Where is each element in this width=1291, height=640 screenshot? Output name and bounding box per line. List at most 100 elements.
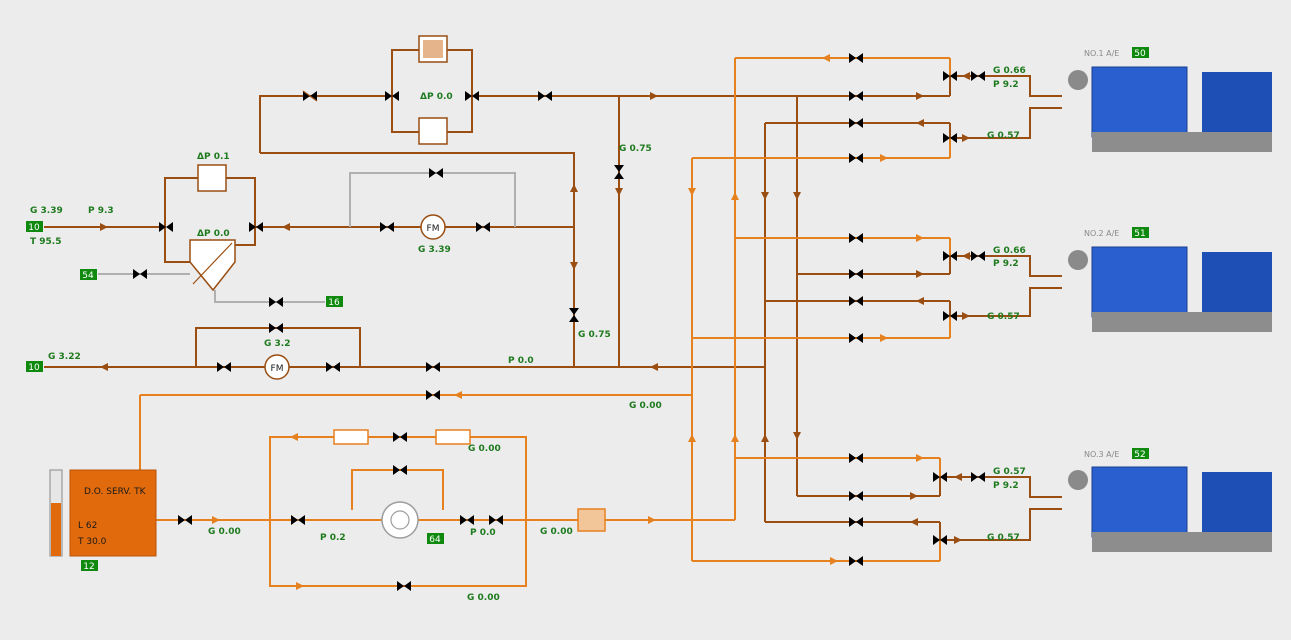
do-after-g: G 0.00 [540, 527, 573, 537]
valve[interactable] [380, 222, 394, 232]
valve[interactable] [426, 390, 440, 400]
engine-3-g-in: G 0.57 [993, 467, 1026, 477]
valve[interactable] [849, 556, 863, 566]
flow-arrows [100, 54, 970, 590]
filter-left-upper[interactable] [197, 164, 227, 192]
strainer[interactable] [577, 508, 606, 532]
valve[interactable] [849, 153, 863, 163]
tag-50[interactable] [1132, 47, 1149, 58]
flowmeter-return[interactable] [264, 354, 290, 380]
flowmeter-supply[interactable] [420, 214, 446, 240]
valve[interactable] [971, 472, 985, 482]
do-pump-p: P 0.2 [320, 533, 346, 543]
valve[interactable] [849, 91, 863, 101]
valve[interactable] [291, 515, 305, 525]
engine-1-g-out: G 0.57 [987, 131, 1020, 141]
valve[interactable] [217, 362, 231, 372]
light-oil-pipes [139, 57, 951, 587]
engine-3-name: NO.3 A/E [1084, 450, 1119, 459]
valve[interactable] [569, 308, 579, 322]
vertical-g-lower: G 0.75 [578, 330, 611, 340]
engine-3-p-in: P 9.2 [993, 481, 1019, 491]
engine-skid [1092, 532, 1272, 552]
valve[interactable] [476, 222, 490, 232]
valve[interactable] [971, 71, 985, 81]
valve[interactable] [178, 515, 192, 525]
valve[interactable] [393, 465, 407, 475]
tag-return[interactable] [26, 361, 43, 372]
valve[interactable] [326, 362, 340, 372]
inlet-p: P 9.3 [88, 206, 114, 216]
flowmeter-supply-g: G 3.39 [418, 245, 451, 255]
engine-block [1091, 466, 1188, 538]
tag-64[interactable] [427, 533, 444, 544]
tag-12[interactable] [81, 560, 98, 571]
tank-level: L 62 [78, 521, 97, 531]
valve[interactable] [849, 517, 863, 527]
valve[interactable] [849, 453, 863, 463]
tag-52[interactable] [1132, 448, 1149, 459]
tag-return-text: 10 [28, 363, 40, 373]
engine-skid [1092, 312, 1272, 332]
valve[interactable] [426, 362, 440, 372]
valve[interactable] [269, 323, 283, 333]
engine-2-p-in: P 9.2 [993, 259, 1019, 269]
flowmeter-supply-label: FM [427, 224, 440, 234]
valve[interactable] [849, 333, 863, 343]
valve[interactable] [849, 296, 863, 306]
generator [1202, 72, 1272, 132]
valve[interactable] [849, 233, 863, 243]
valve[interactable] [849, 269, 863, 279]
vertical-g-upper: G 0.75 [619, 144, 652, 154]
valve[interactable] [460, 515, 474, 525]
valve[interactable] [393, 432, 407, 442]
engine-2[interactable] [1068, 246, 1272, 332]
tank-level-fill [51, 503, 61, 556]
filter-top-dp: ΔP 0.0 [420, 92, 453, 102]
engine-2-name: NO.2 A/E [1084, 229, 1119, 238]
valve[interactable] [971, 251, 985, 261]
tags: 10 54 16 10 64 12 50 51 52 [26, 47, 1149, 572]
turbocharger [1068, 70, 1088, 90]
turbocharger [1068, 250, 1088, 270]
labels: G 3.39 P 9.3 T 95.5 ΔP 0.1 ΔP 0.0 ΔP 0.0… [30, 49, 1119, 603]
heater-right[interactable] [435, 429, 471, 445]
filter-left-dp-lower: ΔP 0.0 [197, 229, 230, 239]
engine-block [1091, 246, 1188, 318]
inlet-g: G 3.39 [30, 206, 63, 216]
do-outlet-g: G 0.00 [208, 527, 241, 537]
tag-16[interactable] [326, 296, 343, 307]
do-line-g: G 0.00 [629, 401, 662, 411]
valve[interactable] [489, 515, 503, 525]
do-service-tank[interactable] [69, 469, 157, 557]
engine-block [1091, 66, 1188, 138]
filter-top-standby[interactable] [418, 117, 448, 145]
engine-1[interactable] [1068, 66, 1272, 152]
tag-inlet[interactable] [26, 221, 43, 232]
valve[interactable] [302, 90, 318, 102]
valve[interactable] [849, 491, 863, 501]
valve[interactable] [538, 91, 552, 101]
engine-3[interactable] [1068, 466, 1272, 552]
flowmeter-return-label: FM [271, 364, 284, 374]
filter-diagonal [192, 242, 233, 285]
tag-52-text: 52 [1134, 450, 1145, 460]
valve[interactable] [614, 165, 624, 179]
heater-left[interactable] [333, 429, 369, 445]
do-bottom-g: G 0.00 [467, 593, 500, 603]
valve[interactable] [849, 53, 863, 63]
tank-title: D.O. SERV. TK [84, 487, 147, 497]
engine-2-g-out: G 0.57 [987, 312, 1020, 322]
valve[interactable] [397, 581, 411, 591]
valve[interactable] [849, 118, 863, 128]
valve[interactable] [429, 168, 443, 178]
valve[interactable] [269, 297, 283, 307]
do-transfer-pump[interactable] [381, 501, 419, 539]
valve[interactable] [133, 269, 147, 279]
valves [133, 53, 985, 591]
tag-54[interactable] [80, 269, 97, 280]
tag-54-text: 54 [82, 271, 94, 281]
do-after-p: P 0.0 [470, 528, 496, 538]
tag-51[interactable] [1132, 227, 1149, 238]
